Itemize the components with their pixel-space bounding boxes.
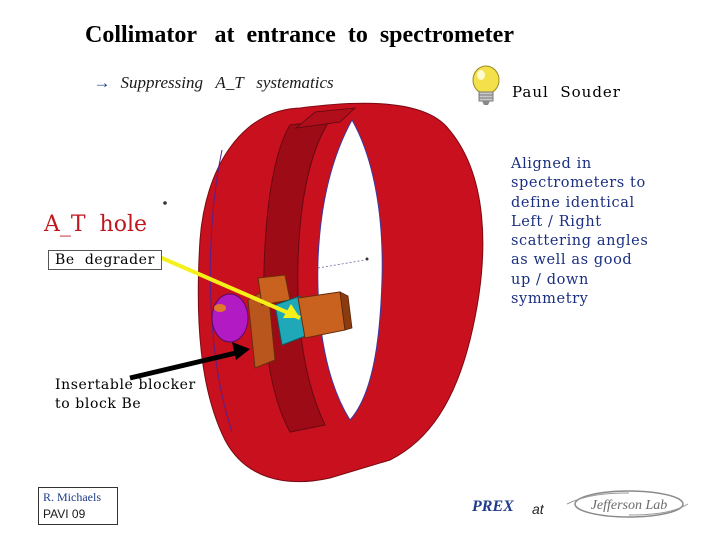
blocker-label-line: Insertable blocker <box>55 377 196 393</box>
footer-prex: PREX <box>472 498 514 515</box>
collimator-edge-line <box>209 149 233 433</box>
subtitle-text: Suppressing A_T systematics <box>120 73 334 92</box>
note-line: up / down <box>511 271 589 288</box>
logo-text: Jefferson Lab <box>591 498 668 513</box>
orange-block-face <box>339 291 353 331</box>
blocker-pointer-arrowhead <box>232 342 250 360</box>
marker-dot <box>163 201 167 205</box>
hole-pointer-arrow <box>154 253 301 320</box>
note-line: define identical <box>511 194 635 211</box>
blocker-label-line: to block Be <box>55 396 142 412</box>
magenta-highlight <box>214 304 226 312</box>
collimator-inner-face <box>263 119 332 433</box>
jefferson-lab-logo: Jefferson Lab <box>566 490 689 518</box>
slide-subtitle: → Suppressing A_T systematics <box>85 53 334 93</box>
magenta-component <box>211 293 249 343</box>
orange-block <box>297 291 346 339</box>
collimator-aperture <box>317 118 383 421</box>
degrader-label: Be degrader <box>48 250 162 270</box>
note-line: spectrometers to <box>511 175 646 192</box>
arrow-right-icon: → <box>93 73 111 92</box>
blocker-pointer-arrow <box>129 349 241 381</box>
collimator-top-notch <box>294 107 357 129</box>
author-name: Paul Souder <box>512 83 621 101</box>
note-line: scattering angles <box>511 233 649 250</box>
slide-title: Collimator at entrance to spectrometer <box>85 22 514 48</box>
marker-dot <box>365 257 369 261</box>
blocker-label: Insertable blocker to block Be <box>55 376 215 414</box>
hole-pointer-arrowhead <box>283 304 300 318</box>
note-line: Aligned in <box>511 156 592 172</box>
footer-at: at <box>532 501 544 517</box>
note-line: symmetry <box>511 291 589 308</box>
lightbulb-icon <box>472 65 500 105</box>
note-line: Left / Right <box>511 213 602 230</box>
credit-author: R. Michaels <box>43 490 101 504</box>
credit-event: PAVI 09 <box>43 507 86 521</box>
note-line: as well as good <box>511 252 633 269</box>
credit-box: R. Michaels PAVI 09 <box>38 487 118 525</box>
hole-label: A_T hole <box>38 212 154 237</box>
alignment-note: Aligned in spectrometers to define ident… <box>511 155 661 309</box>
